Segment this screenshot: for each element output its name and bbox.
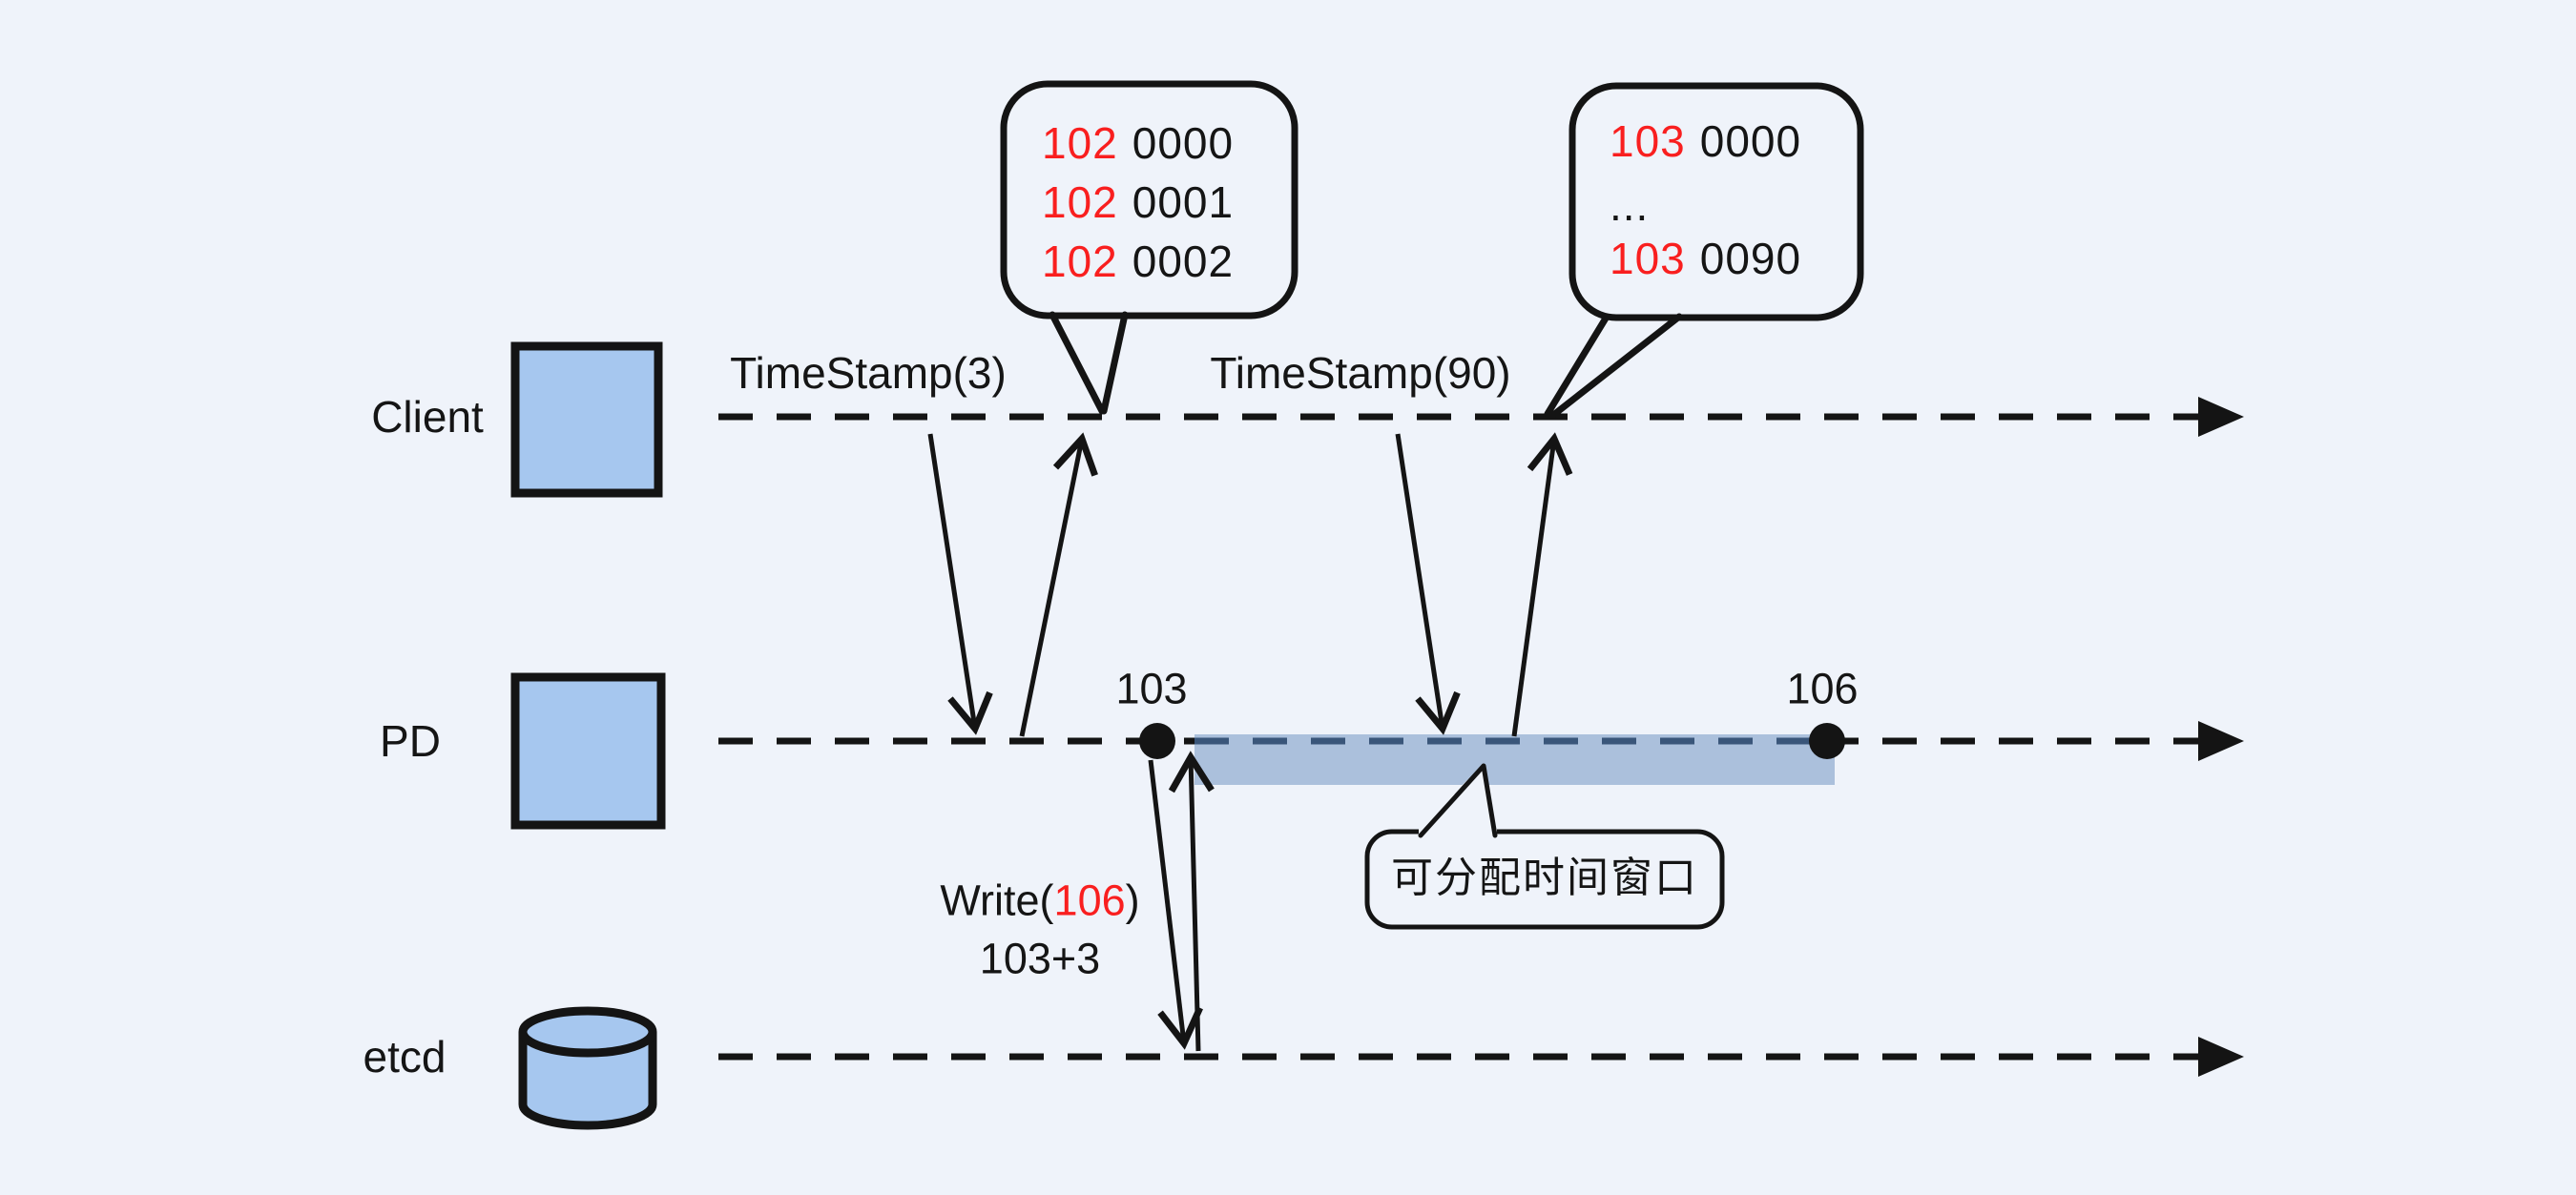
alloc-window-callout [1364, 829, 1725, 930]
etcd-cylinder-body-icon [518, 1032, 657, 1130]
timestamp90-call-label: TimeStamp(90) [1210, 348, 1511, 398]
ts90-line2-logical: ... [1610, 180, 1650, 230]
ts90-line1-physical: 103 [1610, 116, 1686, 166]
ts3-bubble-line-2: 102 0001 [1042, 180, 1234, 224]
ts90-bubble-line-2: ... [1610, 183, 1649, 227]
ts3-line2-physical: 102 [1042, 177, 1118, 227]
ts90-response-arrow [1511, 432, 1573, 737]
ts3-line3-logical: 0002 [1132, 237, 1235, 286]
point-103-label: 103 [1115, 664, 1188, 713]
ts3-line1-logical: 0000 [1132, 118, 1235, 168]
point-103-dot [1139, 723, 1175, 759]
ts3-response-arrow [1019, 432, 1098, 737]
write-response-arrow [1168, 751, 1215, 1052]
write-call-label: Write(106) [940, 879, 1139, 922]
ts90-request-arrow [1395, 433, 1461, 735]
ts90-bubble-tail [1544, 313, 1683, 420]
write-request-arrow [1148, 759, 1203, 1050]
pd-lane-label: PD [380, 716, 441, 766]
ts3-result-bubble [1000, 80, 1298, 319]
ts3-bubble-tail [1049, 311, 1129, 415]
ts3-request-arrow [927, 433, 993, 735]
etcd-cylinder-top-icon [518, 1006, 657, 1058]
timestamp3-call-label: TimeStamp(3) [730, 348, 1007, 398]
ts90-result-bubble [1568, 82, 1864, 321]
ts90-line3-physical: 103 [1610, 234, 1686, 283]
ts3-bubble-line-1: 102 0000 [1042, 121, 1234, 165]
ts90-bubble-line-3: 103 0090 [1610, 237, 1801, 280]
etcd-timeline-arrowhead [2198, 1037, 2244, 1077]
client-lane-label: Client [371, 392, 484, 442]
client-node-icon [510, 341, 663, 498]
etcd-lane-label: etcd [363, 1032, 447, 1082]
write-calc-label: 103+3 [979, 934, 1101, 983]
ts3-line2-logical: 0001 [1132, 177, 1235, 227]
pd-timeline-arrowhead [2198, 721, 2244, 761]
point-106-label: 106 [1786, 664, 1859, 713]
point-106-dot [1809, 723, 1845, 759]
write-prefix: Write( [940, 876, 1054, 925]
ts90-line1-logical: 0000 [1699, 116, 1802, 166]
alloc-window-label: 可分配时间窗口 [1391, 855, 1698, 901]
ts90-line3-logical: 0090 [1699, 234, 1802, 283]
write-value: 106 [1053, 876, 1126, 925]
ts3-line3-physical: 102 [1042, 237, 1118, 286]
ts3-bubble-line-3: 102 0002 [1042, 239, 1234, 283]
write-suffix: ) [1125, 876, 1140, 925]
ts3-line1-physical: 102 [1042, 118, 1118, 168]
pd-node-icon [510, 672, 666, 830]
ts90-bubble-line-1: 103 0000 [1610, 119, 1801, 163]
client-timeline-arrowhead [2198, 397, 2244, 437]
alloc-window-callout-tail [1418, 763, 1498, 838]
